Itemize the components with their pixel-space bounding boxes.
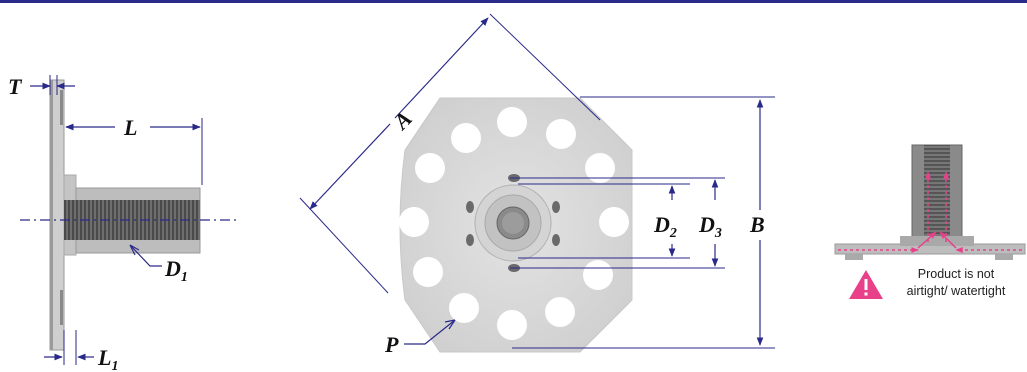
- warning-note-line-2: airtight/ watertight: [906, 284, 1006, 298]
- warning-note-line-1: Product is not: [917, 267, 995, 281]
- label-d2: D2: [653, 212, 677, 241]
- leak-path: [838, 171, 1022, 253]
- top-border: [0, 0, 1027, 3]
- label-d3: D3: [698, 212, 722, 241]
- label-p: P: [384, 332, 399, 357]
- warning-note: Product is not airtight/ watertight: [886, 266, 1026, 300]
- label-l1: L1: [97, 345, 118, 372]
- label-b: B: [749, 212, 765, 237]
- cross-section-view: [834, 144, 1026, 299]
- warning-triangle-icon: [849, 270, 883, 299]
- label-t: T: [8, 74, 23, 99]
- label-a: A: [387, 106, 416, 135]
- side-view: T L D1 L1: [8, 74, 240, 372]
- label-l: L: [123, 115, 137, 140]
- a-dimension-arrow: [394, 17, 489, 119]
- label-d1: D1: [164, 256, 188, 285]
- d1-leader: [129, 244, 162, 267]
- p-leader: [404, 319, 456, 345]
- front-view: A P D2 D3 B: [299, 13, 775, 357]
